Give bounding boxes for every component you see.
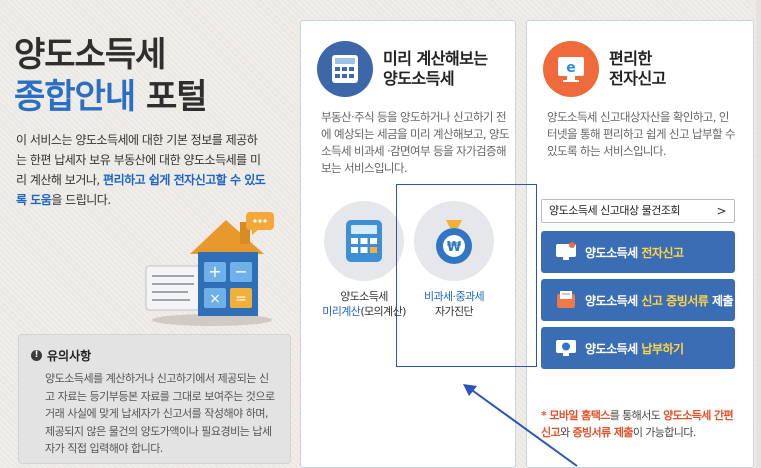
calc-panel-description: 부동산·주식 등을 양도하거나 신고하기 전에 예상되는 세금을 미리 계산해보… xyxy=(321,110,510,175)
hero-description: 이 서비스는 양도소득세에 대한 기본 정보를 제공하는 한편 납세자 보유 부… xyxy=(16,130,266,210)
notice-title-text: 유의사항 xyxy=(47,349,92,363)
page-title: 양도소득세 종합안내 포털 xyxy=(14,34,208,118)
svg-text:−: − xyxy=(234,262,247,281)
won-pouch-icon: ₩ xyxy=(414,201,494,281)
self-diag-blue: 비과세·중과세 xyxy=(423,290,485,303)
svg-text:+: + xyxy=(208,262,221,281)
self-diagnosis-option[interactable]: ₩ 비과세·중과세 자가진단 xyxy=(409,201,499,319)
docs-btn-suffix: 제출 xyxy=(708,293,734,308)
calc-panel: 미리 계산해보는 양도소득세 부동산·주식 등을 양도하거나 신고하기 전에 예… xyxy=(300,20,516,468)
monitor-e-icon: e xyxy=(543,41,599,97)
efile-panel-description: 양도소득세 신고대상자산을 확인하고, 인터넷을 통해 편리하고 쉽게 신고 납… xyxy=(547,110,736,158)
foot-part6: 이 가능합니다. xyxy=(632,426,697,439)
foot-part5: 증빙서류 제출 xyxy=(572,426,633,439)
asset-lookup-label: 양도소득세 신고대상 물건조회 xyxy=(549,204,681,217)
svg-text:e: e xyxy=(566,60,576,76)
svg-text:×: × xyxy=(209,291,221,307)
hero-desc-part1: 이 서비스는 양도소득세에 대한 기본 정보를 제공하는 한편 납세자 보유 부… xyxy=(16,133,261,187)
efile-title-line2: 전자신고 xyxy=(609,69,666,88)
hero-desc-highlight: 편리하고 쉽게 전자신고할 수 있도록 도움 xyxy=(16,173,266,207)
calc-title-line1: 미리 계산해보는 xyxy=(383,49,488,68)
efile-button-label: 양도소득세 전자신고 xyxy=(585,244,684,261)
chevron-right-icon: > xyxy=(716,204,726,218)
page-edge xyxy=(756,0,761,468)
notice-box: ! 유의사항 양도소득세를 계산하거나 신고하기에서 제공되는 신고 자료는 등… xyxy=(18,334,291,464)
notice-body: 양도소득세를 계산하거나 신고하기에서 제공되는 신고 자료는 등기부등본 자료… xyxy=(45,372,275,455)
pay-button[interactable]: 양도소득세 납부하기 xyxy=(541,327,735,369)
submit-documents-button[interactable]: 양도소득세 신고 증빙서류 제출 xyxy=(541,279,735,321)
efile-title-line1: 편리한 xyxy=(609,49,652,68)
pay-btn-hl: 납부하기 xyxy=(641,341,684,356)
title-line-1: 양도소득세 xyxy=(14,35,166,75)
efile-panel-title: 편리한 전자신고 xyxy=(609,49,666,89)
self-diagnosis-label: 비과세·중과세 자가진단 xyxy=(409,289,499,319)
alert-icon: ! xyxy=(31,350,42,361)
pay-btn-prefix: 양도소득세 xyxy=(585,341,642,356)
mock-calc-blue: 미리계산 xyxy=(322,305,361,318)
hero-desc-part2: 을 드립니다. xyxy=(51,193,111,207)
mock-calculation-label: 양도소득세 미리계산(모의계산) xyxy=(319,289,409,319)
svg-text:=: = xyxy=(235,291,247,307)
document-upload-icon xyxy=(555,289,577,311)
mock-calculation-option[interactable]: 양도소득세 미리계산(모의계산) xyxy=(319,201,409,319)
asset-lookup-link[interactable]: 양도소득세 신고대상 물건조회 > xyxy=(541,199,735,223)
efile-panel: e 편리한 전자신고 양도소득세 신고대상자산을 확인하고, 인터넷을 통해 편… xyxy=(526,20,754,468)
svg-text:₩: ₩ xyxy=(447,240,462,255)
title-rest: 포털 xyxy=(135,77,208,117)
efile-btn-hl: 전자신고 xyxy=(641,245,684,260)
annotation-highlight-box xyxy=(396,184,537,367)
self-diag-line2: 자가진단 xyxy=(434,305,474,318)
foot-part1: 모바일 홈택스 xyxy=(549,409,610,422)
mock-calc-line1: 양도소득세 xyxy=(340,290,388,303)
foot-part4: 와 xyxy=(560,426,573,439)
submit-documents-label: 양도소득세 신고 증빙서류 제출 xyxy=(585,292,734,309)
efile-button[interactable]: 양도소득세 전자신고 xyxy=(541,231,735,273)
mock-calc-rest: (모의계산) xyxy=(360,305,406,318)
efile-icon xyxy=(555,241,577,263)
calc-title-line2: 양도소득세 xyxy=(383,69,455,88)
mock-calc-line2: 미리계산(모의계산) xyxy=(319,304,409,319)
calc-panel-header: 미리 계산해보는 양도소득세 xyxy=(317,41,488,97)
efile-btn-prefix: 양도소득세 xyxy=(585,245,642,260)
foot-part2: 를 통해서도 xyxy=(609,409,664,422)
calculator-icon xyxy=(317,41,373,97)
payment-icon xyxy=(555,337,577,359)
title-line-2: 종합안내 포털 xyxy=(14,76,208,118)
docs-btn-hl: 신고 증빙서류 xyxy=(641,293,709,308)
annotation-arrow-icon xyxy=(463,384,578,467)
pay-button-label: 양도소득세 납부하기 xyxy=(585,340,684,357)
foot-star: * xyxy=(541,409,550,422)
house-calculator-icon: + − × = xyxy=(145,212,274,326)
foot-part3: 양도소득세 간편신고 xyxy=(541,409,734,439)
mobile-hometax-note: * 모바일 홈택스를 통해서도 양도소득세 간편신고와 증빙서류 제출이 가능합… xyxy=(541,407,741,441)
docs-btn-prefix: 양도소득세 xyxy=(585,293,642,308)
title-highlight: 종합안내 xyxy=(14,77,136,117)
calc-panel-title: 미리 계산해보는 양도소득세 xyxy=(383,49,488,89)
efile-panel-header: e 편리한 전자신고 xyxy=(543,41,666,97)
notice-title: ! 유의사항 xyxy=(31,347,278,364)
calculator-icon xyxy=(324,201,404,281)
